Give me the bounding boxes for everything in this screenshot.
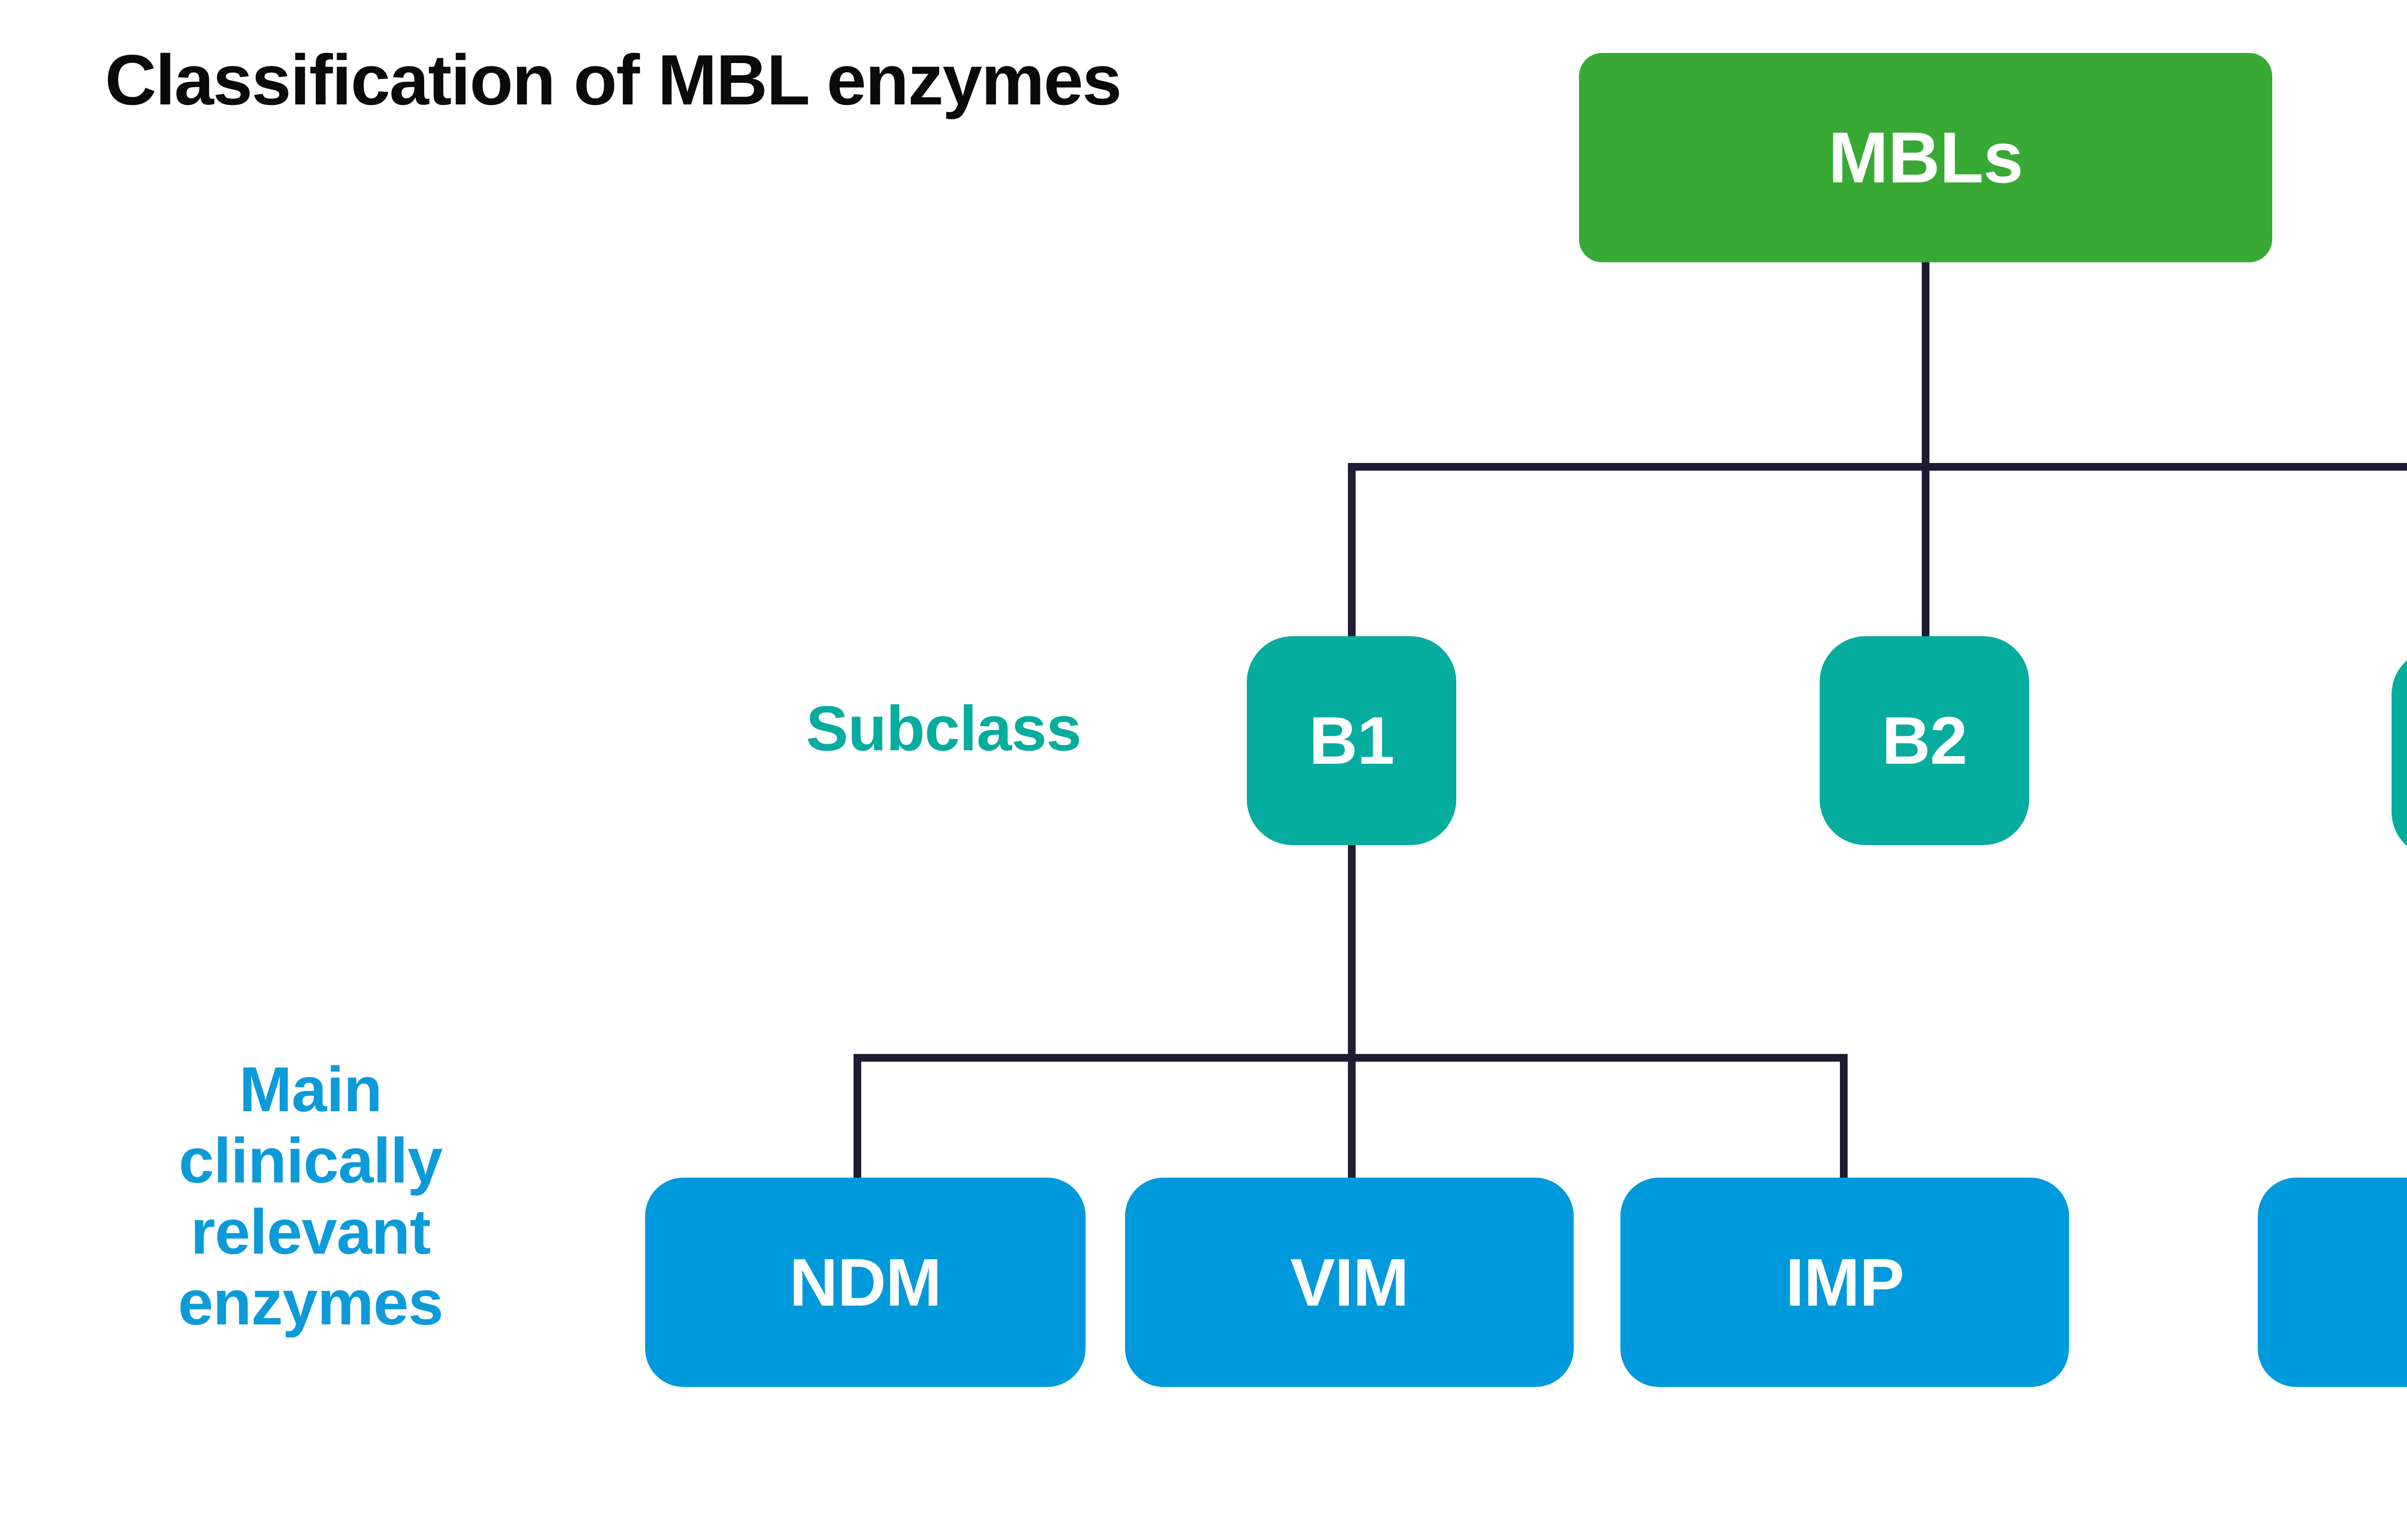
connector-root-stem xyxy=(1922,260,1929,467)
node-b2[interactable]: B2 xyxy=(1820,636,2029,845)
connector-to-vim xyxy=(1348,1054,1356,1186)
connector-to-b2 xyxy=(1922,463,1929,642)
node-mbls[interactable]: MBLs xyxy=(1579,53,2272,262)
node-ndm[interactable]: NDM xyxy=(645,1178,1086,1387)
row-label-enzymes-line-2: clinically xyxy=(179,1125,443,1196)
connector-b1-stem xyxy=(1348,842,1356,1058)
row-label-enzymes-line-4: enzymes xyxy=(178,1267,444,1338)
node-l1[interactable]: L1 xyxy=(2258,1178,2407,1387)
row-label-enzymes-line-3: relevant xyxy=(190,1196,431,1267)
connector-to-ndm xyxy=(854,1054,861,1186)
connector-to-b1 xyxy=(1348,463,1356,642)
node-imp[interactable]: IMP xyxy=(1620,1178,2069,1387)
node-b3[interactable]: B3 xyxy=(2392,649,2407,858)
page-title: Classification of MBL enzymes xyxy=(105,40,1122,120)
row-label-enzymes: Main clinically relevant enzymes xyxy=(87,1054,534,1338)
connector-to-imp xyxy=(1840,1054,1848,1186)
row-label-subclass: Subclass xyxy=(806,693,1082,764)
node-b1[interactable]: B1 xyxy=(1247,636,1456,845)
row-label-enzymes-line-1: Main xyxy=(239,1054,383,1125)
node-vim[interactable]: VIM xyxy=(1125,1178,1574,1387)
connector-subclass-bus xyxy=(1348,463,2407,471)
